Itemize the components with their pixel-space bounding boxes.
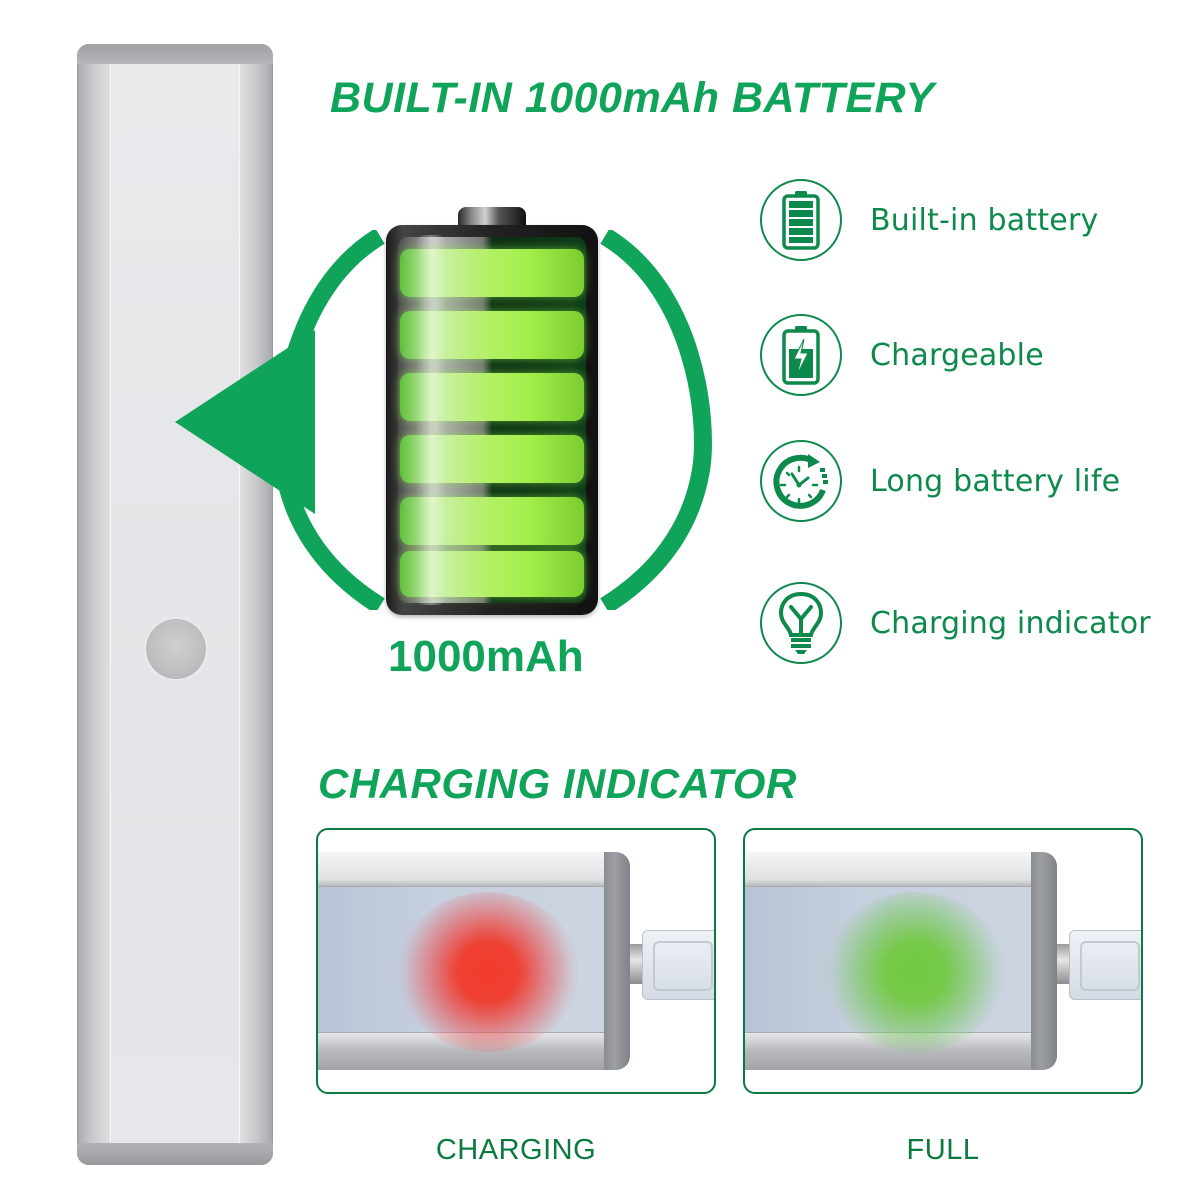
product-light-bar	[77, 44, 273, 1165]
feature-chargeable: Chargeable	[760, 310, 1044, 400]
lightbulb-icon	[760, 582, 842, 664]
charging-caption: CHARGING	[435, 1134, 597, 1166]
feature-label: Built-in battery	[870, 202, 1099, 238]
charging-state-panel	[316, 828, 716, 1094]
capacity-label: 1000mAh	[388, 632, 584, 681]
feature-charging-indicator: Charging indicator	[760, 578, 1151, 668]
usb-connector-pin	[630, 944, 644, 984]
clock-refresh-icon	[760, 440, 842, 522]
led-red-indicator-icon	[398, 892, 578, 1052]
battery-icon	[760, 179, 842, 261]
full-state-panel	[743, 828, 1143, 1094]
usb-plug-icon	[1069, 930, 1141, 1000]
battery-charging-icon	[760, 314, 842, 396]
device-top-rail	[745, 852, 1033, 886]
full-caption: FULL	[906, 1134, 980, 1166]
usb-connector-pin	[1057, 944, 1071, 984]
right-arc-bracket	[600, 230, 712, 610]
battery-cell	[400, 373, 584, 421]
battery-cell	[400, 497, 584, 545]
battery-cell	[400, 311, 584, 359]
page-title: BUILT-IN 1000mAh BATTERY	[330, 74, 935, 122]
feature-label: Long battery life	[870, 463, 1121, 499]
device-endcap	[1031, 852, 1057, 1070]
device-top-rail	[318, 852, 606, 886]
feature-built-in-battery: Built-in battery	[760, 175, 1098, 265]
battery-cell	[400, 551, 584, 597]
battery-gloss	[416, 235, 446, 605]
battery-cell	[400, 435, 584, 483]
product-end-cap-bottom	[77, 1143, 273, 1165]
feature-label: Chargeable	[870, 337, 1044, 373]
section-title: CHARGING INDICATOR	[318, 760, 797, 807]
product-diffuser	[110, 64, 240, 1143]
usb-plug-icon	[642, 930, 714, 1000]
left-arc-bracket	[273, 230, 385, 610]
product-end-cap-top	[77, 44, 273, 64]
device-endcap	[604, 852, 630, 1070]
battery-full-icon	[386, 225, 598, 615]
battery-terminal	[458, 207, 526, 229]
motion-sensor-icon	[146, 619, 206, 679]
battery-cell	[400, 249, 584, 297]
feature-long-battery-life: Long battery life	[760, 436, 1120, 526]
led-green-indicator-icon	[825, 892, 1005, 1052]
feature-label: Charging indicator	[870, 605, 1151, 641]
